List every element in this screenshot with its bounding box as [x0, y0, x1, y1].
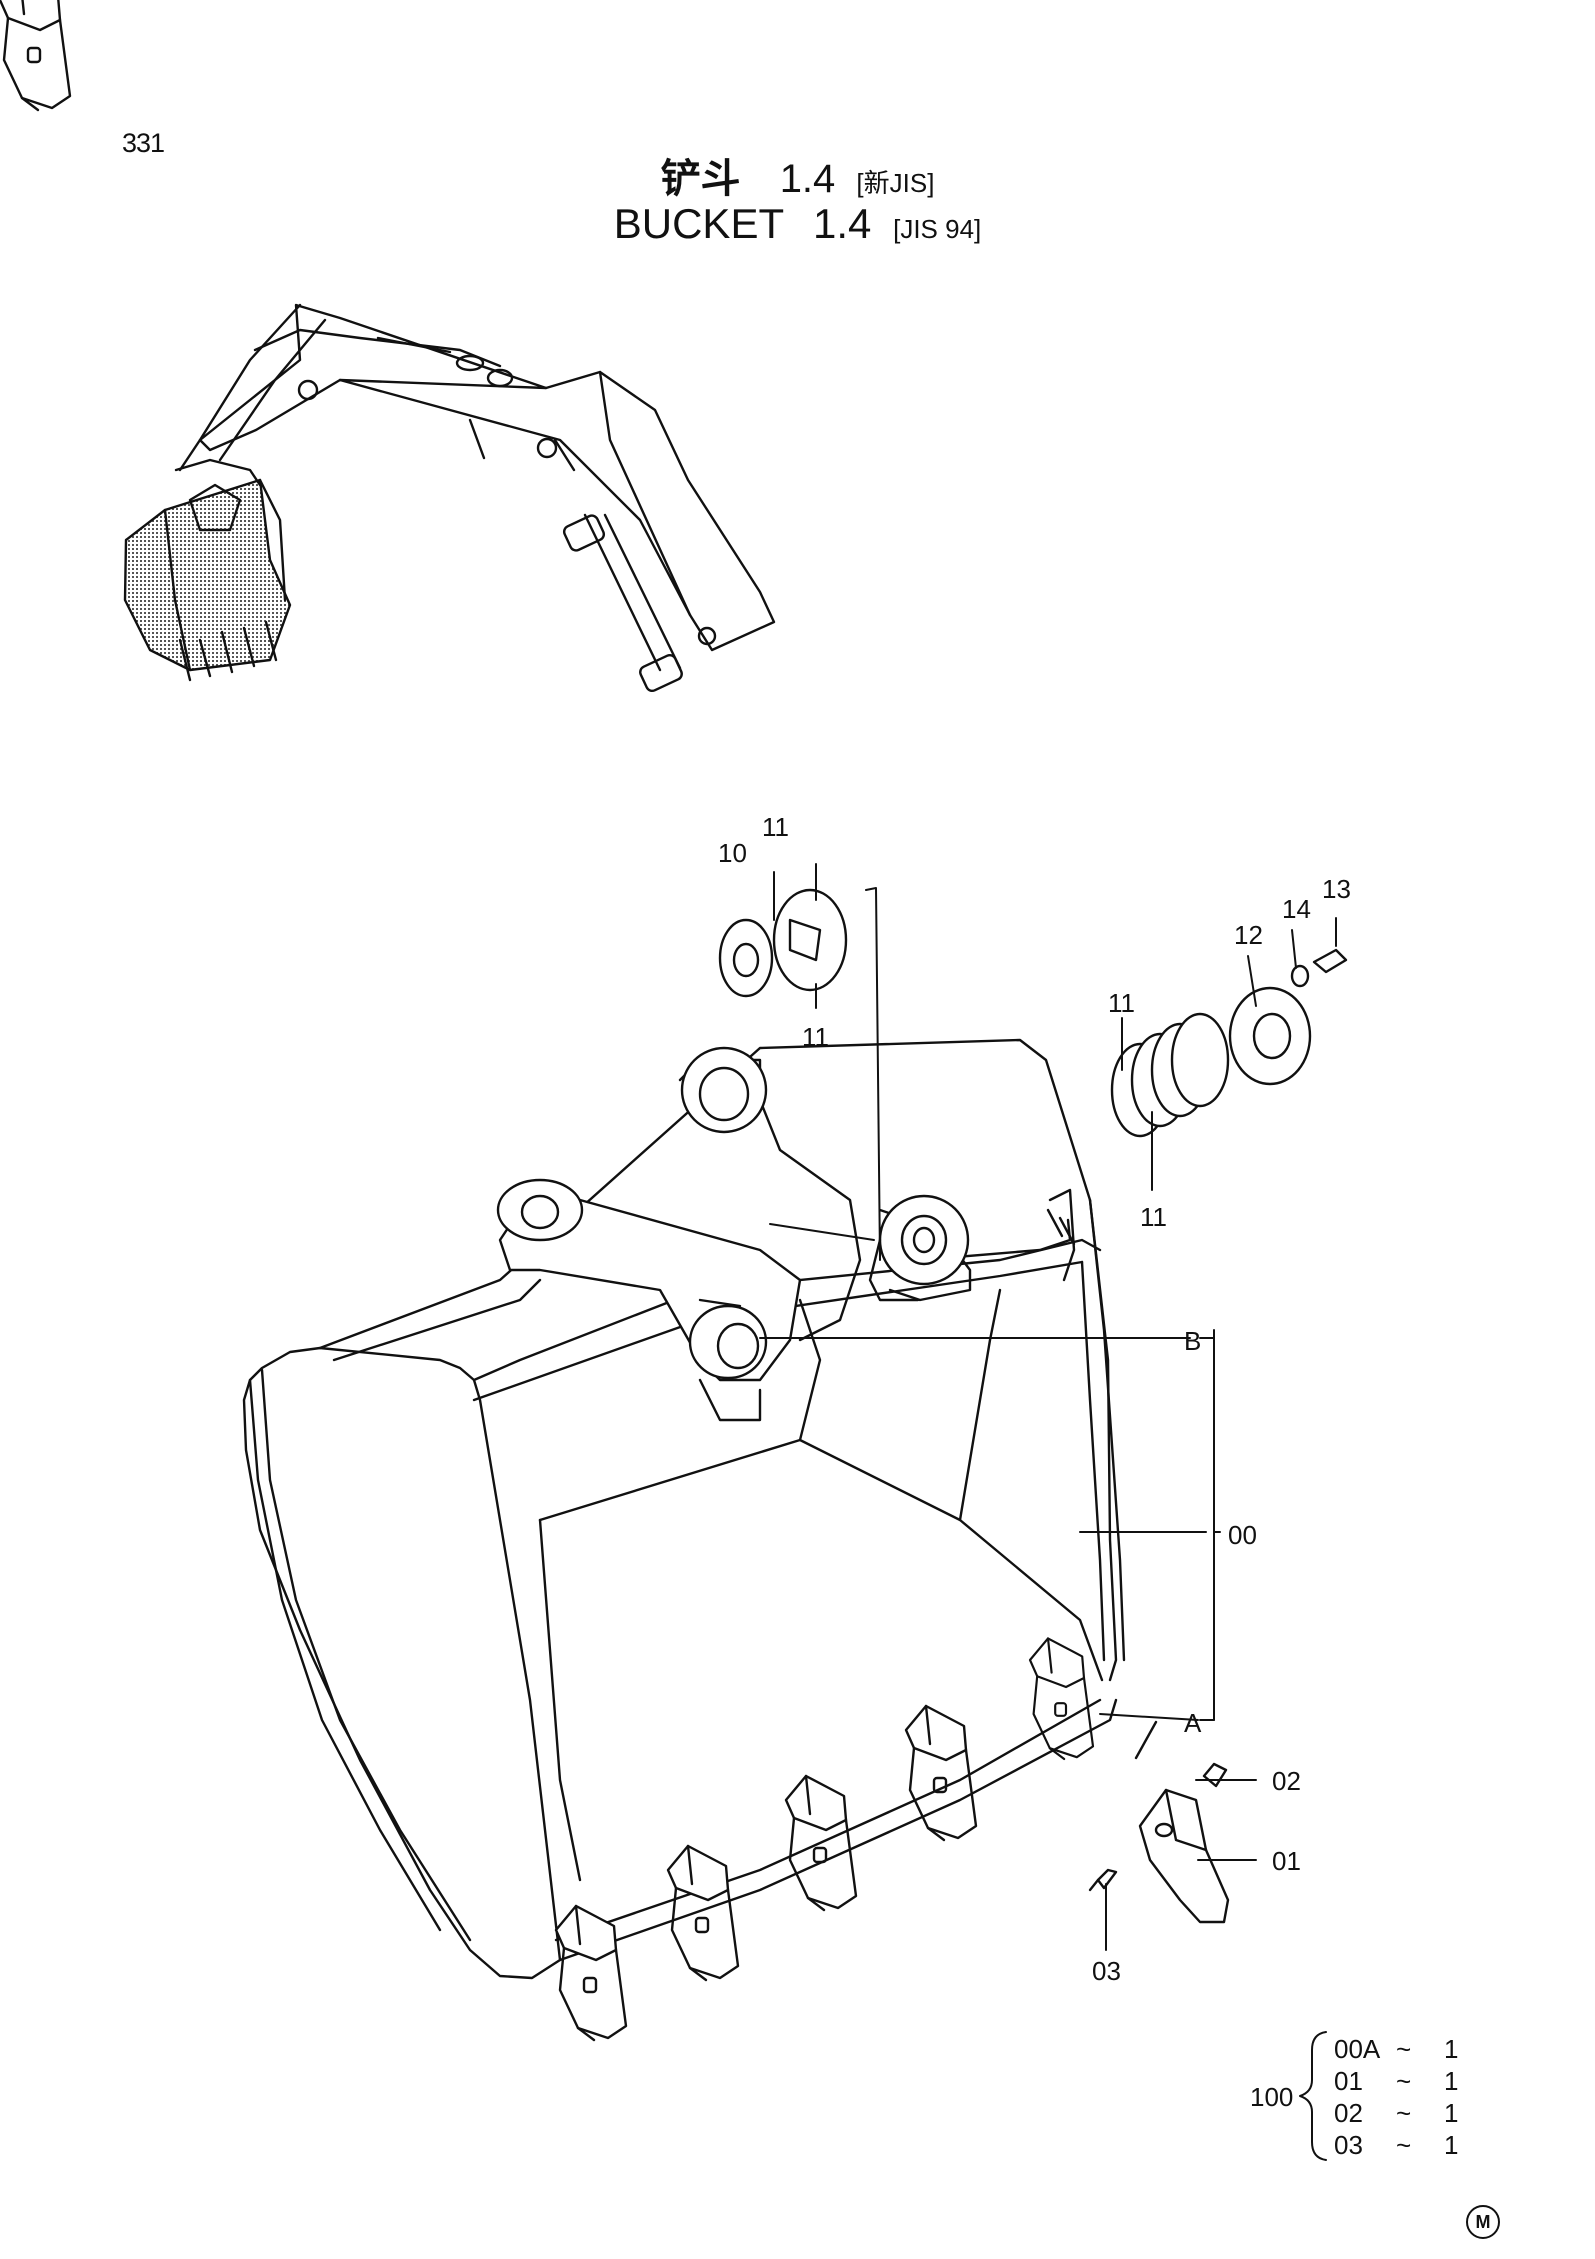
leader-lines: [759, 863, 1337, 1951]
shim-set-right: [1110, 948, 1348, 1138]
assembly-label: 100: [1250, 2082, 1294, 2112]
callout-11: 11: [1140, 1202, 1167, 1232]
callout-10: 10: [718, 838, 747, 868]
assembly-qty: 1: [1444, 2130, 1459, 2160]
assembly-sep: ~: [1396, 2034, 1412, 2064]
assembly-part: 01: [1334, 2066, 1363, 2096]
shim-set-upper: [718, 888, 848, 998]
callout-13: 13: [1322, 874, 1351, 904]
reference-b: B: [1184, 1326, 1201, 1356]
assembly-row: 03 ~ 1: [1334, 2130, 1458, 2161]
title-cn-size: 1.4: [779, 157, 836, 201]
callouts: 10 11 11 11 11 12 14 13 B 00 A 02 01 03: [718, 812, 1351, 1986]
exploded-tooth: [1088, 1720, 1230, 1924]
callout-02: 02: [1272, 1766, 1301, 1796]
bucket-bracket: [496, 1046, 972, 1422]
callout-03: 03: [1092, 1956, 1121, 1986]
callout-14: 14: [1282, 894, 1311, 924]
excavator-arm-overview: [123, 303, 776, 693]
assembly-sep: ~: [1396, 2098, 1412, 2128]
bucket-teeth: [0, 0, 1095, 2042]
assembly-sep: ~: [1396, 2066, 1412, 2096]
corner-mark: M: [1466, 2205, 1500, 2239]
reference-a: A: [1184, 1708, 1202, 1738]
assembly-qty: 1: [1444, 2098, 1459, 2128]
callout-11: 11: [762, 812, 789, 842]
title-en-size: 1.4: [813, 200, 872, 247]
title-cn-std: [新JIS]: [856, 168, 935, 198]
callout-01: 01: [1272, 1846, 1301, 1876]
page-title-cn: 铲斗 1.4 [新JIS]: [0, 146, 1595, 204]
page-title-en: BUCKET 1.4 [JIS 94]: [0, 200, 1595, 248]
title-cn-name: 铲斗: [660, 156, 741, 202]
assembly-brace: [1299, 2031, 1327, 2161]
callout-11: 11: [802, 1022, 829, 1052]
assembly-part: 02: [1334, 2098, 1363, 2128]
bucket-main: [0, 0, 1348, 2042]
assembly-row: 00A ~ 1: [1334, 2034, 1458, 2065]
assembly-row: 02 ~ 1: [1334, 2098, 1458, 2129]
assembly-row: 01 ~ 1: [1334, 2066, 1458, 2097]
callout-12: 12: [1234, 920, 1263, 950]
assembly-sep: ~: [1396, 2130, 1412, 2160]
title-en-std: [JIS 94]: [893, 214, 982, 244]
assembly-qty: 1: [1444, 2066, 1459, 2096]
assembly-qty: 1: [1444, 2034, 1459, 2064]
assembly-part: 00A: [1334, 2034, 1381, 2064]
callout-11: 11: [1108, 988, 1135, 1018]
callout-00: 00: [1228, 1520, 1257, 1550]
title-en-name: BUCKET: [613, 200, 784, 247]
page-number: 331: [122, 128, 165, 158]
assembly-part: 03: [1334, 2130, 1363, 2160]
